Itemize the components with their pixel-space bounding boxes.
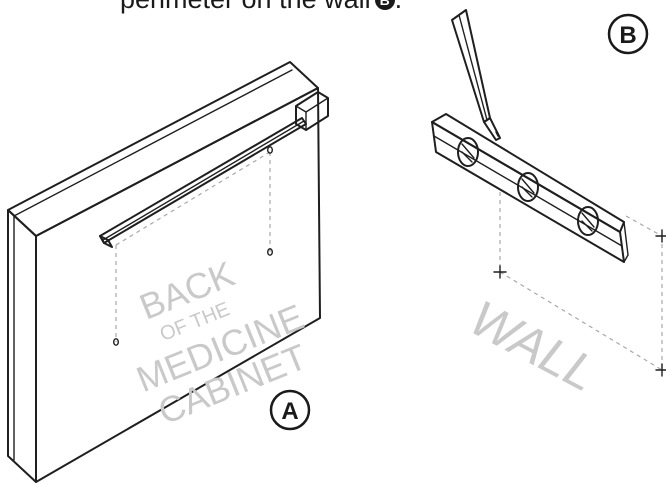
callout-a-letter: A: [281, 398, 298, 425]
mounting-hole-top-right: [267, 146, 274, 154]
tape-measure-hook: [99, 235, 113, 248]
tape-measure: [99, 91, 329, 248]
cabinet-top-panel: [7, 61, 319, 237]
caption-text: perimeter on the wall: [120, 0, 371, 14]
mounting-hole-bottom-left: [112, 338, 119, 346]
wall-perimeter-guides: [499, 192, 663, 371]
spirit-level-vial-right: [577, 206, 599, 236]
callout-a: A: [269, 389, 311, 431]
medicine-cabinet-figure: BACK OF THE MEDICINE CABINET A: [7, 61, 329, 483]
callout-b: B: [607, 13, 649, 55]
wall-marking-figure: WALL B: [431, 9, 666, 400]
cabinet-top-edge-line: [13, 69, 293, 217]
cabinet-back-panel: [35, 87, 321, 483]
spirit-level-vial-center: [517, 172, 539, 202]
cabinet-side-panel: [7, 209, 37, 483]
callout-b-letter: B: [619, 22, 636, 49]
pencil-body: [451, 9, 491, 123]
pencil-mark-top-right: [655, 229, 666, 243]
instruction-caption: perimeter on the wallB.: [120, 0, 402, 15]
wall-pencil-marks: [493, 229, 666, 377]
pencil-mark-bottom-left: [493, 265, 507, 279]
mounting-hole-guides: [112, 146, 274, 346]
caption-step-badge: B: [374, 0, 395, 10]
pencil-sharpened-tip: [483, 117, 501, 141]
pencil-mark-bottom-right: [655, 363, 666, 377]
tape-measure-body: [295, 91, 329, 131]
pencil: [451, 9, 501, 141]
mounting-hole-bottom-right: [267, 248, 274, 256]
wall-label: WALL: [457, 292, 611, 400]
spirit-level: [431, 113, 629, 263]
spirit-level-vial-left: [457, 137, 479, 167]
